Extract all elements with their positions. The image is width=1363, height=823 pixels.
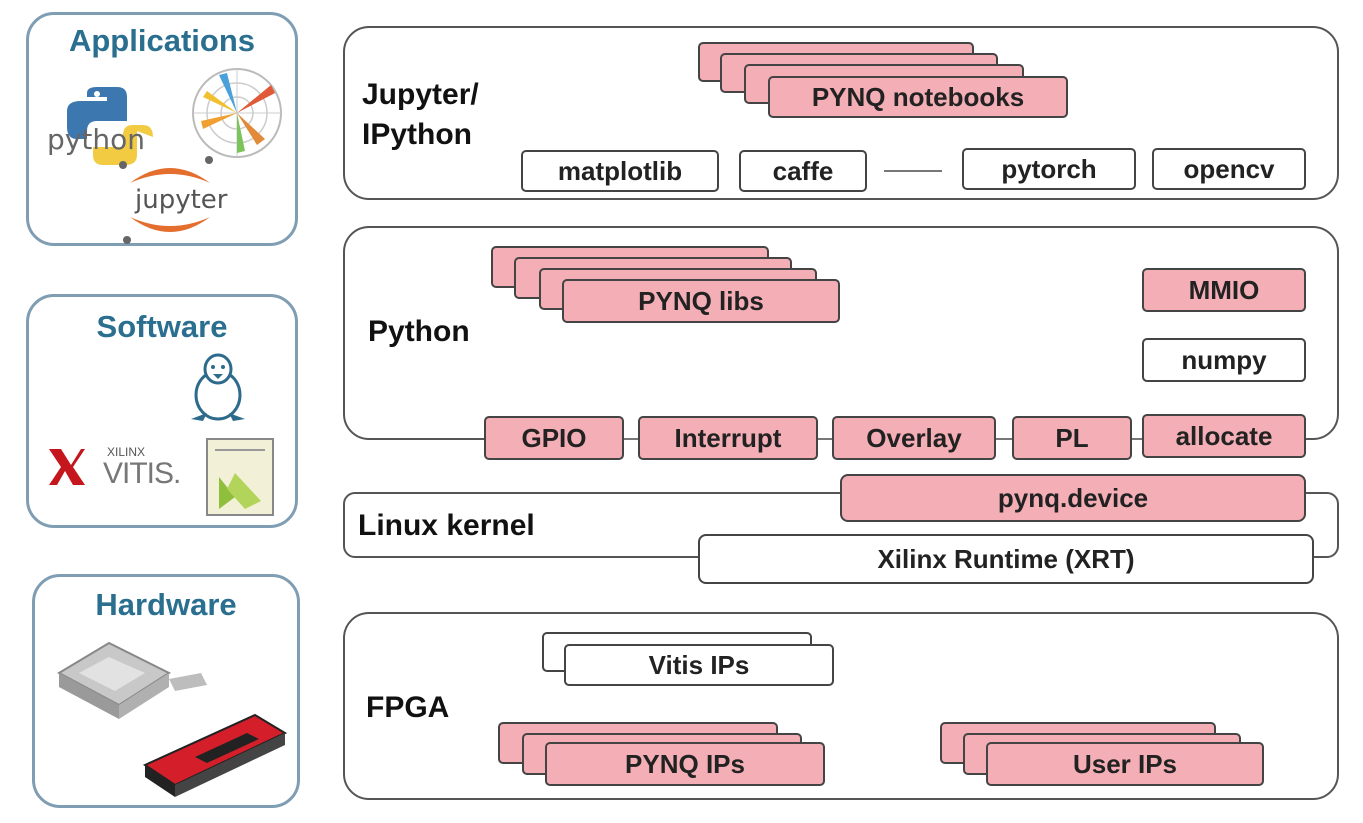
- hardware-panel: Hardware: [32, 574, 300, 808]
- pynq-device-box: pynq.device: [840, 474, 1306, 522]
- mmio-box: MMIO: [1142, 268, 1306, 312]
- interrupt-box: Interrupt: [638, 416, 818, 460]
- linux-layer-label: Linux kernel: [358, 509, 535, 542]
- user-ips-box: User IPs: [986, 742, 1264, 786]
- jupyter-logo-icon: jupyter: [105, 155, 235, 245]
- fpga-layer-label: FPGA: [366, 691, 450, 724]
- numpy-box: numpy: [1142, 338, 1306, 382]
- pynq-ips-box: PYNQ IPs: [545, 742, 825, 786]
- lib-caffe: caffe: [739, 150, 867, 192]
- lib-ellipsis-connector: [884, 170, 942, 172]
- row-connector: [624, 438, 638, 440]
- xilinx-wordmark: XILINX: [107, 445, 146, 459]
- lib-pytorch: pytorch: [962, 148, 1136, 190]
- software-title: Software: [96, 309, 228, 344]
- polar-plot-icon: [187, 63, 287, 163]
- applications-panel: Applications python: [26, 12, 298, 246]
- row-connector: [996, 438, 1012, 440]
- row-connector: [1132, 438, 1142, 440]
- vitis-hls-icon: [205, 437, 275, 517]
- applications-title: Applications: [68, 23, 255, 58]
- fpga-chip-icon: [49, 633, 219, 723]
- xrt-box: Xilinx Runtime (XRT): [698, 534, 1314, 584]
- hardware-title: Hardware: [95, 587, 237, 622]
- jupyter-wordmark: jupyter: [135, 185, 228, 215]
- row-connector: [818, 438, 832, 440]
- accelerator-card-icon: [135, 705, 295, 801]
- software-panel: Software XILINX VITIS.: [26, 294, 298, 528]
- vitis-wordmark: VITIS.: [103, 457, 181, 490]
- python-layer-label: Python: [368, 315, 470, 348]
- lib-matplotlib: matplotlib: [521, 150, 719, 192]
- jupyter-layer-label-line2: IPython: [362, 118, 472, 151]
- pynq-notebooks-box: PYNQ notebooks: [768, 76, 1068, 118]
- overlay-box: Overlay: [832, 416, 996, 460]
- vitis-ips-box: Vitis IPs: [564, 644, 834, 686]
- xilinx-logo-icon: [47, 445, 87, 489]
- pl-box: PL: [1012, 416, 1132, 460]
- linux-tux-icon: [183, 351, 253, 423]
- allocate-box: allocate: [1142, 414, 1306, 458]
- python-wordmark: python: [47, 123, 145, 156]
- pynq-libs-box: PYNQ libs: [562, 279, 840, 323]
- jupyter-layer-label-line1: Jupyter/: [362, 78, 479, 111]
- gpio-box: GPIO: [484, 416, 624, 460]
- lib-opencv: opencv: [1152, 148, 1306, 190]
- python-logo-icon: python: [47, 85, 177, 175]
